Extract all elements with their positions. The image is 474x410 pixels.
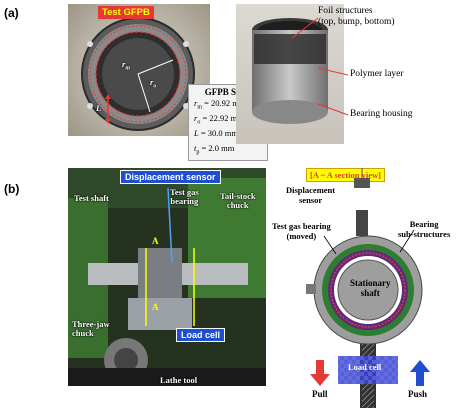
spec-line-rm: rm = 20.92 mm <box>194 98 262 113</box>
section-view-diagram <box>306 168 430 408</box>
test-gas-line1: Test gas <box>170 187 199 197</box>
spec-sub: o <box>197 119 201 126</box>
ro-label: ro <box>150 78 156 92</box>
spec-sym: L <box>194 127 199 138</box>
load-cell-tag: Load cell <box>176 328 226 342</box>
spec-line-l: L = 30.0 mm <box>194 128 262 143</box>
three-jaw-line2: chuck <box>72 328 94 338</box>
tail-line1: Tail-stock <box>220 191 256 201</box>
bs-line1: Bearing <box>409 219 439 229</box>
bearing-top-view-photo <box>68 4 210 136</box>
tail-line2: chuck <box>226 200 249 210</box>
tgb-line1: Test gas bearing <box>272 221 331 231</box>
length-label: L <box>96 103 102 113</box>
test-gas-line2: bearing <box>170 196 199 206</box>
stationary-shaft-label: Stationary shaft <box>350 278 391 298</box>
spec-sym: r <box>194 97 198 108</box>
spec-line-tp: tp = 2.0 mm <box>194 143 262 158</box>
bearing-side-view-photo <box>236 4 344 144</box>
panel-a-label: (a) <box>4 6 19 20</box>
bs-line2: sub-structures <box>398 228 451 239</box>
bearing-top-view-drawing <box>81 17 195 131</box>
pull-label: Pull <box>312 389 328 399</box>
bearing-substructures-label: Bearing sub-structures <box>398 219 451 239</box>
test-rig-photo <box>68 168 266 386</box>
polymer-layer-label: Polymer layer <box>350 69 404 79</box>
spec-sub: m <box>197 104 202 111</box>
test-shaft-label: Test shaft <box>74 193 109 203</box>
panel-b-label: (b) <box>4 182 20 196</box>
spec-val: = 22.92 mm <box>200 112 244 123</box>
foil-line2: (top, bump, bottom) <box>318 17 395 27</box>
shaft-line2: shaft <box>360 288 380 298</box>
shaft-line1: Stationary <box>350 278 391 288</box>
spec-val: = 30.0 mm <box>198 127 239 138</box>
panel-a-leaders <box>291 17 349 116</box>
tail-stock-chuck-label: Tail-stock chuck <box>220 192 256 210</box>
rm-sub: m <box>125 65 130 72</box>
bearing-housing-label: Bearing housing <box>350 109 413 119</box>
section-displacement-label: Displacement sensor <box>286 185 336 205</box>
spec-heading: GFPB Spec. <box>204 87 252 97</box>
rm-label: rm <box>122 60 130 74</box>
three-jaw-chuck-label: Three-jaw chuck <box>72 320 110 338</box>
ro-sub: o <box>153 83 157 90</box>
bearing-side-view-drawing <box>252 18 328 124</box>
foil-line1: Foil structures <box>318 6 373 16</box>
disp-line2: sensor <box>298 194 323 205</box>
displacement-sensor-tag: Displacement sensor <box>120 170 221 184</box>
section-load-cell-label: Load cell <box>348 362 382 372</box>
spec-val: = 2.0 mm <box>199 143 235 154</box>
test-gfpb-tag: Test GFPB <box>98 6 154 19</box>
test-gas-bearing-label: Test gas bearing <box>170 188 199 206</box>
ro-symbol: r <box>150 77 154 87</box>
tgb-line2: (moved) <box>286 230 317 241</box>
lathe-tool-label: Lathe tool <box>160 375 198 385</box>
spec-sym: r <box>194 112 198 123</box>
spec-sym: t <box>194 143 197 154</box>
push-label: Push <box>408 389 428 399</box>
spec-val: = 20.92 mm <box>201 97 246 108</box>
spec-line-ro: ro = 22.92 mm <box>194 113 262 128</box>
section-test-gas-bearing-label: Test gas bearing (moved) <box>272 221 331 241</box>
spec-sub: p <box>196 149 200 156</box>
rm-symbol: r <box>122 59 126 69</box>
section-a-mark-bottom: A <box>152 302 159 312</box>
three-jaw-line1: Three-jaw <box>72 319 110 329</box>
disp-line1: Displacement <box>286 185 336 195</box>
foil-structures-label: Foil structures (top, bump, bottom) <box>318 6 395 28</box>
section-a-mark-top: A <box>152 236 159 246</box>
test-rig-drawing <box>68 168 266 386</box>
